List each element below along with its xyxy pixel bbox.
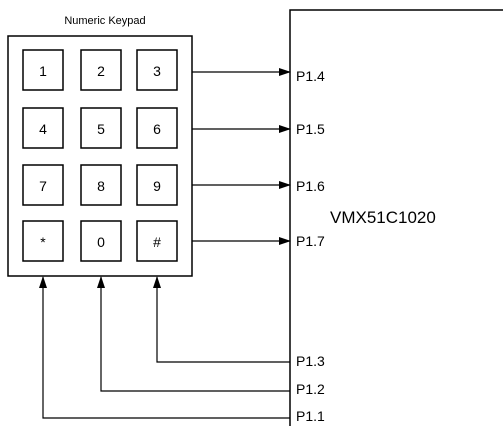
- key-5-label: 5: [97, 121, 105, 137]
- pin-label-p1-5: P1.5: [296, 121, 325, 137]
- key-7-label: 7: [39, 178, 47, 194]
- key-0-label: 0: [97, 234, 105, 250]
- key-9-label: 9: [153, 178, 161, 194]
- key-3[interactable]: [136, 49, 178, 91]
- chip-outline: [289, 9, 503, 426]
- key-hash[interactable]: [136, 220, 178, 262]
- pin-label-p1-3: P1.3: [296, 353, 325, 369]
- column-1-wire: [39, 276, 290, 419]
- key-0[interactable]: [80, 220, 122, 262]
- key-6[interactable]: [136, 107, 178, 149]
- column-3-wire: [153, 276, 290, 363]
- pin-label-p1-6: P1.6: [296, 178, 325, 194]
- pin-label-p1-1: P1.1: [296, 408, 325, 424]
- key-2-label: 2: [97, 63, 105, 79]
- key-8[interactable]: [80, 164, 122, 206]
- key-6-label: 6: [153, 121, 161, 137]
- key-4[interactable]: [22, 107, 64, 149]
- key-7[interactable]: [22, 164, 64, 206]
- key-8-label: 8: [97, 178, 105, 194]
- key-1-label: 1: [39, 63, 47, 79]
- column-2-wire: [97, 276, 290, 392]
- key-4-label: 4: [39, 121, 47, 137]
- pin-label-p1-7: P1.7: [296, 233, 325, 249]
- keypad-title: Numeric Keypad: [64, 15, 145, 27]
- key-3-label: 3: [153, 63, 161, 79]
- key-star-label: *: [40, 234, 46, 250]
- pin-label-p1-4: P1.4: [296, 68, 325, 84]
- pin-label-p1-2: P1.2: [296, 381, 325, 397]
- key-hash-label: #: [153, 234, 161, 250]
- key-star[interactable]: [22, 220, 64, 262]
- key-9[interactable]: [136, 164, 178, 206]
- key-2[interactable]: [80, 49, 122, 91]
- key-1[interactable]: [22, 49, 64, 91]
- chip-name: VMX51C1020: [330, 208, 436, 227]
- key-5[interactable]: [80, 107, 122, 149]
